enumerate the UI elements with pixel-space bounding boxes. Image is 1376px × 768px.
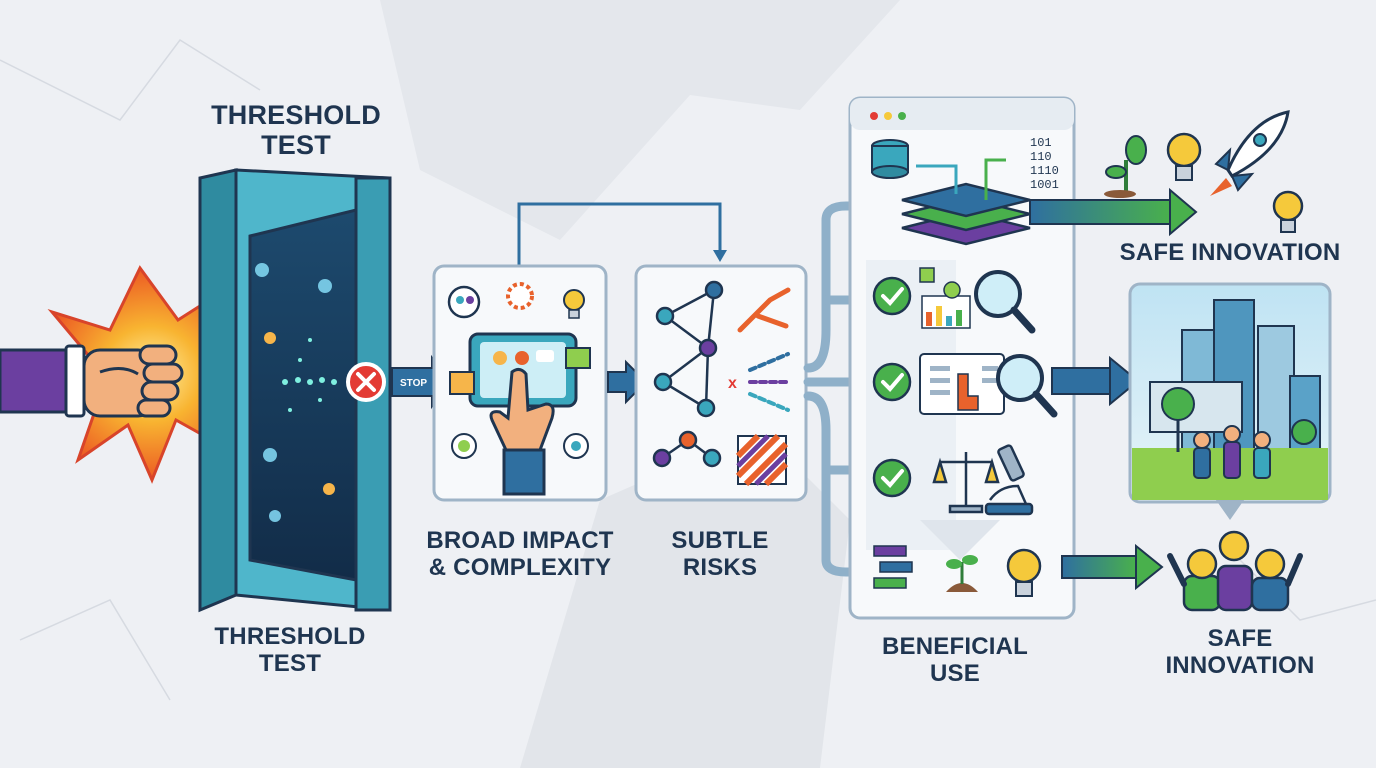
loop-connector — [517, 202, 722, 266]
broad-impact-title: BROAD IMPACT & COMPLEXITY — [426, 527, 614, 581]
magnifier-icon-1 — [974, 270, 1036, 334]
lightbulb-icon-2 — [1006, 548, 1042, 597]
microscope-icon — [984, 444, 1034, 516]
check-icon-3 — [872, 458, 912, 498]
city-icon — [1128, 282, 1332, 504]
output-arrows — [1029, 187, 1198, 591]
database-icon — [871, 139, 909, 179]
stop-label: STOP — [400, 378, 427, 389]
broad-impact-panel — [432, 264, 608, 502]
happy-people-icon — [1167, 530, 1303, 612]
layers-icon — [901, 182, 1031, 246]
people-icon — [1193, 425, 1271, 479]
binary-line-4: 1001 — [1030, 178, 1059, 192]
threshold-portal — [198, 168, 392, 613]
threshold-title-bottom: THRESHOLD TEST — [214, 623, 366, 677]
subtle-risks-panel: x — [634, 264, 808, 502]
subtle-risks-title: SUBTLE RISKS — [671, 527, 769, 581]
rocket-icon — [1210, 110, 1290, 196]
lightbulb-icon-4 — [1272, 190, 1304, 233]
check-icon-1 — [872, 276, 912, 316]
binary-line-2: 110 — [1030, 150, 1052, 164]
lightbulb-icon-3 — [1166, 132, 1202, 181]
check-icon-2 — [872, 362, 912, 402]
magnifier-icon-2 — [996, 354, 1058, 418]
tablet-touch-icon — [449, 332, 591, 496]
plant-icon-2 — [1104, 135, 1147, 198]
lightbulb-icon — [563, 289, 585, 319]
beneficial-use-title: BENEFICIAL USE — [882, 633, 1028, 687]
binary-line-3: 1110 — [1030, 164, 1059, 178]
safe-innovation-title-bottom: SAFE INNOVATION — [1165, 625, 1315, 679]
svg-text:x: x — [728, 375, 737, 392]
binary-line-1: 101 — [1030, 136, 1052, 150]
threshold-title-top: THRESHOLD TEST — [211, 100, 381, 161]
scale-icon — [932, 452, 1000, 514]
plant-icon — [946, 555, 978, 592]
network-icon — [652, 280, 724, 468]
beneficial-use-panel: 101 110 1110 1001 — [848, 96, 1076, 620]
innovation-icons — [1104, 110, 1304, 233]
safe-innovation-title-top: SAFE INNOVATION — [1119, 239, 1341, 266]
